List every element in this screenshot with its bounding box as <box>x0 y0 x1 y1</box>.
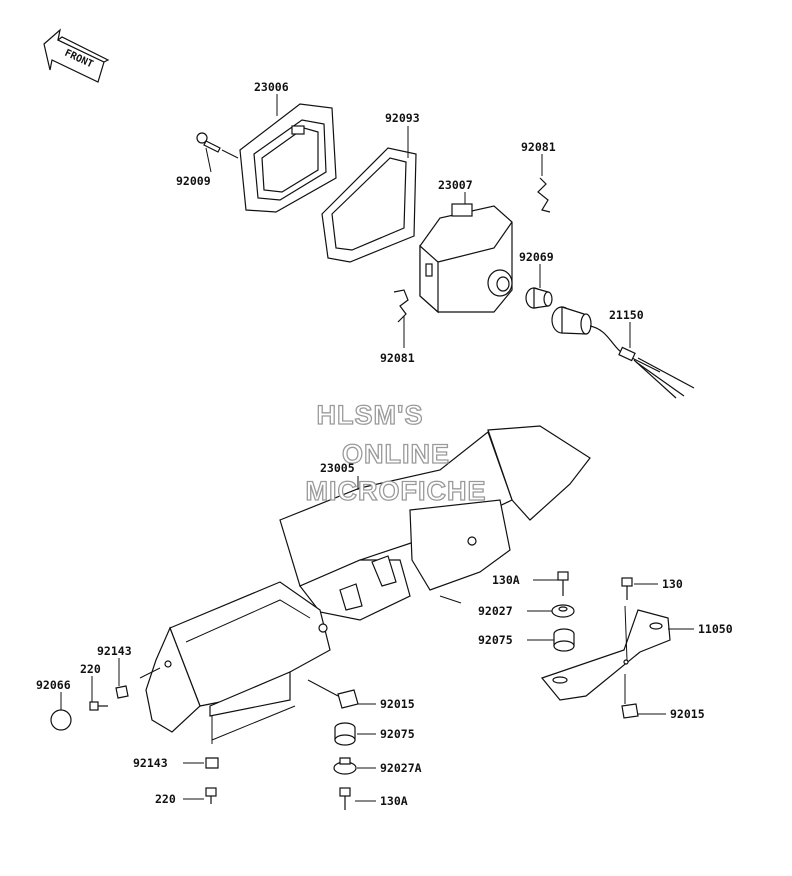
grommet-92075-right <box>553 628 575 652</box>
label-130: 130 <box>662 577 683 591</box>
bulb-92069 <box>525 287 553 309</box>
watermark-line-2: ONLINE <box>342 439 450 469</box>
bolt-130 <box>621 577 633 600</box>
label-220-top: 220 <box>80 662 101 676</box>
label-21150: 21150 <box>609 308 644 322</box>
headlight-body <box>419 203 513 314</box>
socket-wiring-21150 <box>551 306 695 399</box>
nut-92143-bottom <box>205 757 219 769</box>
label-92093: 92093 <box>385 111 420 125</box>
watermark-line-3: MICROFICHE <box>306 476 487 506</box>
label-92066: 92066 <box>36 678 71 692</box>
label-23006: 23006 <box>254 80 289 94</box>
leader-lines <box>60 94 694 802</box>
label-92081-lower: 92081 <box>380 351 415 365</box>
label-130A-bottom: 130A <box>380 794 408 808</box>
spring-clip-lower <box>393 289 409 323</box>
grommet-92075-center <box>334 722 356 746</box>
label-92015-right: 92015 <box>670 707 705 721</box>
label-92009: 92009 <box>176 174 211 188</box>
housing-bracket-23005 <box>145 425 591 733</box>
label-92075-center: 92075 <box>380 727 415 741</box>
nut-92015-center <box>337 689 359 709</box>
headlight-rim <box>239 103 337 213</box>
label-92027A: 92027A <box>380 761 422 775</box>
label-23005: 23005 <box>320 461 355 475</box>
label-92015-center: 92015 <box>380 697 415 711</box>
screw-92009 <box>196 132 239 159</box>
label-220-bottom: 220 <box>155 792 176 806</box>
spring-clip-upper <box>537 177 551 213</box>
mount-bracket-11050 <box>540 609 671 701</box>
label-92143-bottom: 92143 <box>133 756 168 770</box>
label-92075-right: 92075 <box>478 633 513 647</box>
part-labels: 23006 92093 92009 92081 23007 92069 2115… <box>36 80 733 808</box>
label-92081-upper: 92081 <box>521 140 556 154</box>
washer-92027 <box>551 604 575 618</box>
label-11050: 11050 <box>698 622 733 636</box>
bolt-130A-bottom <box>339 787 351 810</box>
rim-gasket <box>321 147 417 263</box>
bolt-130A-top <box>557 571 569 596</box>
watermark: HLSM'S ONLINE MICROFICHE <box>305 399 487 506</box>
front-arrow-icon: FRONT <box>43 28 110 83</box>
label-130A-top: 130A <box>492 573 520 587</box>
nut-92143-top <box>115 685 129 699</box>
label-92143-top: 92143 <box>97 644 132 658</box>
nut-92015-right <box>621 703 639 719</box>
screw-220-bottom <box>205 787 217 804</box>
washer-92027A <box>333 757 357 775</box>
watermark-line-1: HLSM'S <box>317 400 424 430</box>
cap-92066 <box>50 709 72 731</box>
label-92027: 92027 <box>478 604 513 618</box>
label-92069: 92069 <box>519 250 554 264</box>
screw-220-top <box>89 701 108 711</box>
label-23007: 23007 <box>438 178 473 192</box>
